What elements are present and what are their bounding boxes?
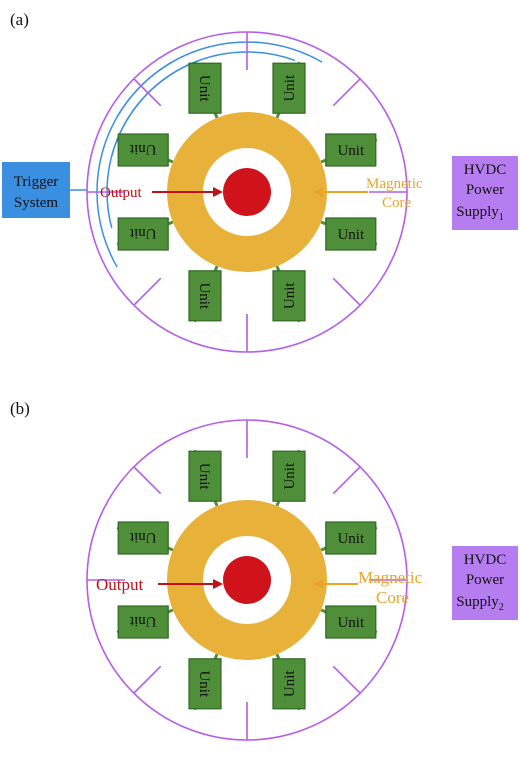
arrow-left-icon [313,579,358,589]
supply-divider [133,665,162,694]
unit-label: Unit [129,141,157,157]
unit-block: Unit [272,658,306,710]
unit-box [272,62,306,114]
panel-a-label: (a) [10,10,29,29]
trigger-system-box: Trigger System [2,162,70,218]
unit-box [325,605,377,639]
unit-box [325,217,377,251]
hvdc-2-line1: HVDC [464,552,507,568]
supply-divider [133,277,162,306]
supply-wiring [86,31,408,353]
supply-divider [133,78,162,107]
unit-box [117,605,169,639]
output-label: Output [96,575,144,594]
unit-block: Unit [325,133,377,167]
unit-block: Unit [188,658,222,710]
unit-label: Unit [196,670,212,698]
hvdc-1-line3: Supply1 [456,204,504,223]
output-disc [223,168,271,216]
unit-label: Unit [196,75,212,103]
unit-label: Unit [196,463,212,491]
unit-label: Unit [282,462,298,490]
unit-block: Unit [117,217,169,251]
unit-block: Unit [325,605,377,639]
unit-block: Unit [272,62,306,114]
output-label: Output [100,185,143,201]
unit-block: Unit [117,133,169,167]
unit-box [272,270,306,322]
unit-block: Unit [272,270,306,322]
unit-box [188,62,222,114]
unit-label: Unit [337,227,365,243]
supply-wiring [86,419,408,741]
unit-box [325,521,377,555]
unit-box [188,270,222,322]
unit-block: Unit [188,270,222,322]
arrow-left-icon [313,187,368,197]
supply-divider [332,78,361,107]
magnetic-core-label-line2: Core [382,195,412,211]
supply-divider [332,277,361,306]
unit-block: Unit [325,521,377,555]
unit-block: Unit [188,62,222,114]
unit-label: Unit [337,615,365,631]
trigger-line [106,59,200,229]
unit-block: Unit [188,450,222,502]
magnetic-core-ring [167,500,327,660]
hvdc-power-supply-2-box: HVDC Power Supply2 [452,546,518,620]
unit-label: Unit [337,531,365,547]
hvdc-2-line3: Supply2 [456,594,504,613]
unit-box [117,133,169,167]
unit-label: Unit [282,282,298,310]
unit-label: Unit [282,74,298,102]
hvdc-1-line1: HVDC [464,162,507,178]
unit-label: Unit [129,529,157,545]
supply-divider [133,466,162,495]
unit-label: Unit [196,282,212,310]
unit-label: Unit [282,670,298,698]
unit-block: Unit [117,521,169,555]
unit-box [272,658,306,710]
magnetic-core-label-line1: Magnetic [366,176,423,192]
unit-label: Unit [337,143,365,159]
arrow-right-icon [152,187,223,197]
trigger-system-line2: System [14,195,59,211]
hvdc-2-line2: Power [466,572,504,588]
supply-divider [332,466,361,495]
hvdc-1-line2: Power [466,182,504,198]
supply-divider [332,665,361,694]
trigger-system-line1: Trigger [14,174,58,190]
trigger-line [96,61,173,268]
unit-block: Unit [117,605,169,639]
unit-block: Unit [325,217,377,251]
unit-box [188,658,222,710]
unit-box [325,133,377,167]
trigger-wiring [70,41,323,268]
arrow-right-icon [158,579,223,589]
unit-box [188,450,222,502]
unit-label: Unit [129,613,157,629]
unit-box [272,450,306,502]
magnetic-core-label-line2: Core [376,588,409,607]
unit-box [117,217,169,251]
unit-label: Unit [129,225,157,241]
magnetic-core-label-line1: Magnetic [358,568,423,587]
output-disc [223,556,271,604]
unit-block: Unit [272,450,306,502]
unit-box [117,521,169,555]
hvdc-power-supply-1-box: HVDC Power Supply1 [452,156,518,230]
panel-b-label: (b) [10,399,30,418]
